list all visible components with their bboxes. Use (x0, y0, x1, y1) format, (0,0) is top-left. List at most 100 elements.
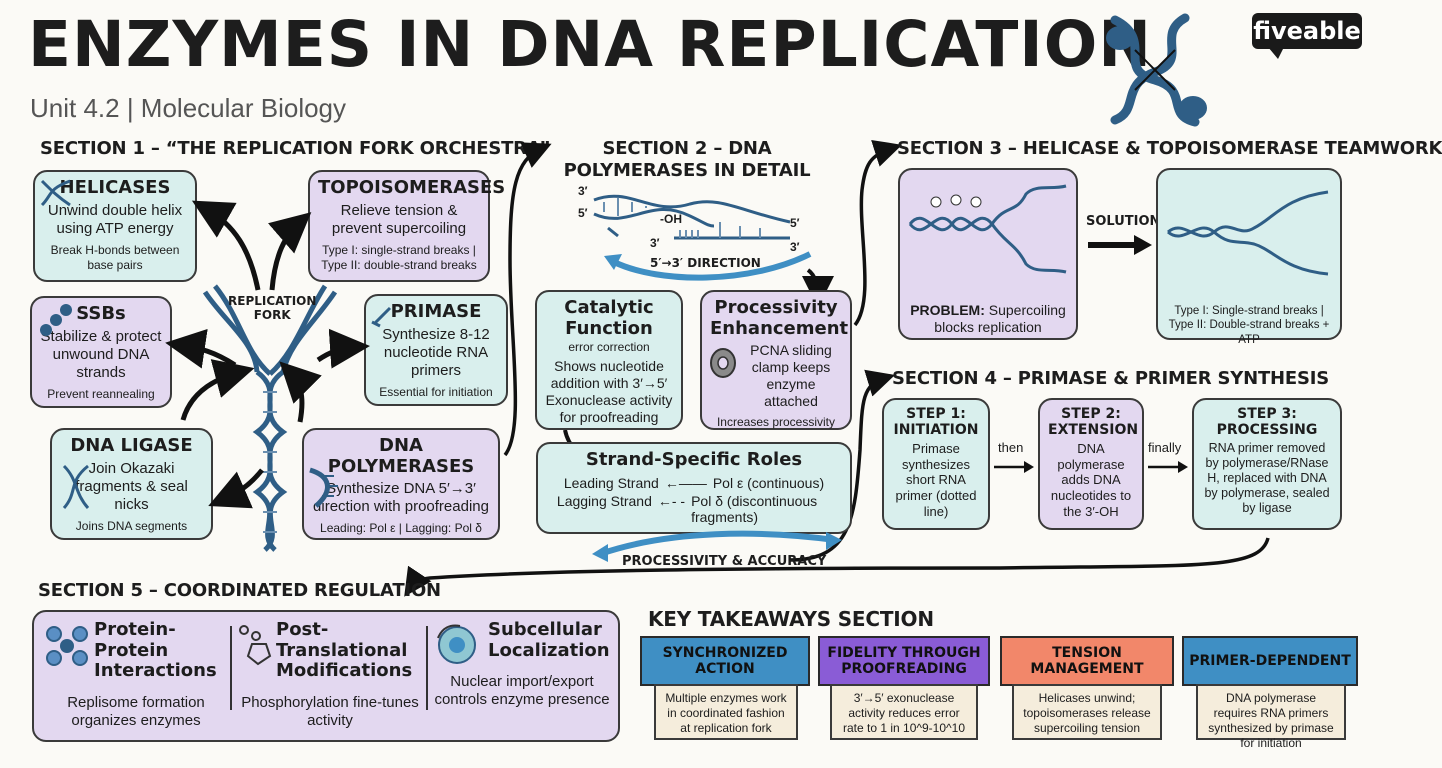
lagging-arrow: ←- - (657, 492, 686, 509)
regulation-item-3-title: Subcellular Localization (488, 619, 610, 661)
helicases-card: HELICASES Unwind double helix using ATP … (33, 170, 197, 282)
section5-heading: SECTION 5 – COORDINATED REGULATION (38, 580, 441, 601)
catalytic-card: Catalytic Function error correction Show… (535, 290, 683, 430)
accuracy-arrow (592, 530, 842, 562)
step2-to-step3-arrow (1148, 461, 1188, 473)
diagram-label-5-left: 5′ (578, 206, 588, 220)
strand-roles-card: Strand-Specific Roles Leading Strand ←——… (536, 442, 852, 534)
ligase-dna-icon (62, 464, 90, 509)
polymerases-text: Synthesize DNA 5′→3′ direction with proo… (313, 480, 489, 516)
supercoil-dna-icon (908, 184, 1067, 274)
problem-text: Supercoiling blocks replication (934, 302, 1066, 335)
then-label: then (998, 440, 1024, 455)
regulation-item-3: Subcellular Localization Nuclear import/… (430, 619, 614, 709)
solution-label: SOLUTION (1086, 214, 1161, 229)
regulation-card: Protein-Protein Interactions Replisome f… (32, 610, 620, 742)
regulation-divider-1 (230, 626, 232, 710)
header-dna-icon (1106, 13, 1207, 127)
ligase-text: Join Okazaki fragments & seal nicks (75, 459, 188, 513)
page-title: ENZYMES IN DNA REPLICATION (28, 8, 1153, 81)
diagram-label-oh: -OH (660, 212, 682, 226)
regulation-item-2: Post-Translational Modifications Phospho… (236, 619, 424, 730)
lagging-row: Lagging Strand ←- - Pol δ (discontinuous… (546, 493, 842, 525)
problem-card: PROBLEM: Supercoiling blocks replication (898, 168, 1078, 340)
regulation-item-1: Protein-Protein Interactions Replisome f… (42, 619, 230, 730)
leading-row: Leading Strand ←—— Pol ε (continuous) (546, 475, 842, 491)
step1-card: STEP 1: INITIATION Primase synthesizes s… (882, 398, 990, 530)
takeaway-3-banner: TENSION MANAGEMENT (1000, 636, 1174, 686)
diagram-label-3-bottom: 3′ (650, 236, 660, 250)
problem-text-wrap: PROBLEM: Supercoiling blocks replication (906, 302, 1070, 336)
topoisomerases-card: TOPOISOMERASES Relieve tension & prevent… (308, 170, 506, 282)
regulation-item-1-text: Replisome formation organizes enzymes (67, 694, 205, 730)
section4-heading: SECTION 4 – PRIMASE & PRIMER SYNTHESIS (892, 368, 1330, 389)
leading-pol: Pol ε (continuous) (712, 474, 825, 491)
step2-card: STEP 2: EXTENSION DNA polymerase adds DN… (1038, 398, 1144, 530)
polymerases-card: DNA POLYMERASES Synthesize DNA 5′→3′ dir… (302, 428, 500, 540)
takeaway-1-title: SYNCHRONIZED ACTION (662, 644, 788, 677)
protein-interaction-icon (46, 626, 88, 666)
regulation-item-2-text: Phosphorylation fine-tunes activity (241, 694, 419, 730)
processivity-text: PCNA sliding clamp keeps enzyme attached (750, 342, 832, 409)
lagging-label: Lagging Strand (556, 492, 652, 509)
replication-fork-label: REPLICATION FORK (228, 294, 317, 323)
solution-card: Type I: Single-strand breaks | Type II: … (1156, 168, 1342, 346)
takeaway-4-text: DNA polymerase requires RNA primers synt… (1196, 684, 1346, 750)
cell-nucleus-icon (437, 624, 476, 664)
ssb-protein-icon (40, 304, 72, 336)
diagram-label-3-left: 3′ (578, 184, 588, 198)
step2-title: STEP 2: EXTENSION (1048, 406, 1139, 439)
helicases-sub: Break H-bonds between base pairs (50, 242, 180, 272)
problem-label: PROBLEM: (910, 302, 985, 318)
helicases-title: HELICASES (59, 177, 171, 198)
modification-molecule-icon (239, 625, 272, 666)
takeaways-heading: KEY TAKEAWAYS SECTION (648, 607, 934, 631)
step3-title: STEP 3: PROCESSING (1216, 406, 1318, 439)
primase-title: PRIMASE (390, 301, 482, 322)
topoisomerases-title: TOPOISOMERASES (318, 177, 506, 198)
fiveable-logo: fiveable (1252, 13, 1362, 49)
step1-to-step2-arrow (994, 461, 1034, 473)
catalytic-text: Shows nucleotide addition with 3′→5′ Exo… (545, 358, 673, 425)
primase-card: PRIMASE Synthesize 8-12 nucleotide RNA p… (364, 294, 508, 406)
takeaway-3-title: TENSION MANAGEMENT (1030, 644, 1144, 677)
step1-text: Primase synthesizes short RNA primer (do… (895, 441, 977, 519)
page-subtitle: Unit 4.2 | Molecular Biology (30, 93, 347, 123)
polymerases-title: DNA POLYMERASES (327, 435, 475, 477)
processivity-card: Processivity Enhancement PCNA sliding cl… (700, 290, 852, 430)
primase-pipette-icon (371, 306, 392, 328)
takeaway-2-banner: FIDELITY THROUGH PROOFREADING (818, 636, 990, 686)
leading-arrow: ←—— (664, 474, 707, 491)
polymerase-enzyme-icon (309, 467, 338, 508)
step3-card: STEP 3: PROCESSING RNA primer removed by… (1192, 398, 1342, 530)
regulation-divider-2 (426, 626, 428, 710)
takeaway-2-text: 3′→5′ exonuclease activity reduces error… (830, 684, 978, 740)
takeaway-4-title: PRIMER-DEPENDENT (1189, 652, 1351, 669)
accuracy-label: PROCESSIVITY & ACCURACY (622, 554, 827, 569)
polymerase-dna-diagram (593, 194, 791, 240)
pcna-clamp-icon (710, 348, 736, 378)
takeaway-3-text: Helicases unwind; topoisomerases release… (1012, 684, 1162, 740)
ligase-title: DNA LIGASE (70, 435, 193, 456)
primase-text: Synthesize 8-12 nucleotide RNA primers (382, 325, 490, 379)
processivity-title: Processivity Enhancement (710, 297, 849, 339)
takeaway-2-title: FIDELITY THROUGH PROOFREADING (827, 644, 981, 677)
takeaway-4-banner: PRIMER-DEPENDENT (1182, 636, 1358, 686)
finally-label: finally (1148, 440, 1182, 455)
topoisomerases-text: Relieve tension & prevent supercoiling (331, 201, 467, 237)
helicases-text: Unwind double helix using ATP energy (47, 201, 183, 237)
section3-heading: SECTION 3 – HELICASE & TOPOISOMERASE TEA… (897, 138, 1442, 159)
strand-title: Strand-Specific Roles (585, 449, 803, 470)
leading-label: Leading Strand (563, 474, 659, 491)
direction-arrow (604, 251, 812, 281)
ssbs-text: Stabilize & protect unwound DNA strands (40, 327, 162, 381)
takeaway-1-text: Multiple enzymes work in coordinated fas… (654, 684, 798, 740)
section1-heading: SECTION 1 – “THE REPLICATION FORK ORCHES… (40, 138, 551, 159)
ssbs-title: SSBs (76, 303, 126, 324)
regulation-item-2-title: Post-Translational Modifications (276, 619, 413, 682)
diagram-label-5-right: 5′ (790, 216, 800, 230)
takeaway-1-banner: SYNCHRONIZED ACTION (640, 636, 810, 686)
catalytic-note: error correction (568, 340, 650, 355)
step1-title: STEP 1: INITIATION (893, 406, 979, 439)
catalytic-title: Catalytic Function (564, 297, 654, 339)
